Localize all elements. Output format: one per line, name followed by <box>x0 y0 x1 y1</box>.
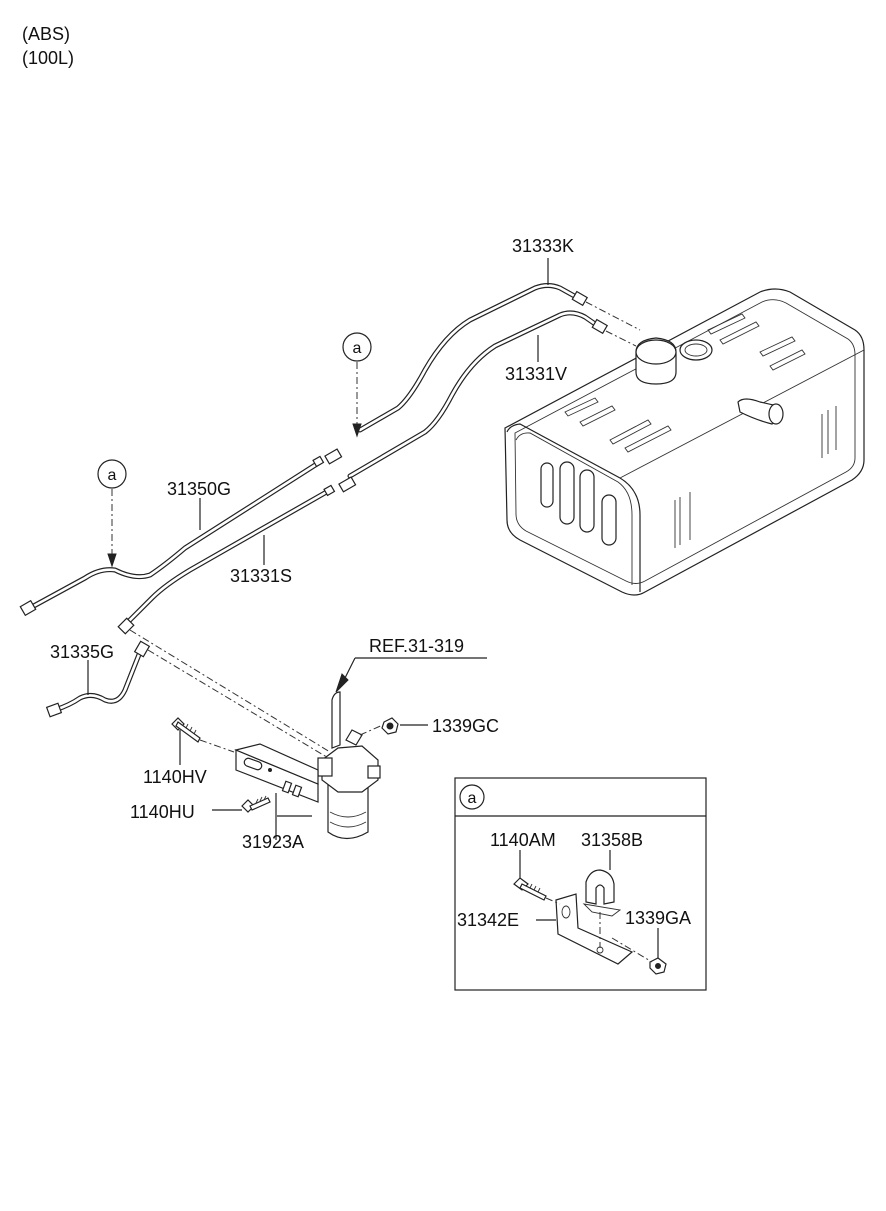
marker-a-lower: a <box>97 459 127 568</box>
bolt-1140hu <box>212 795 271 813</box>
fuel-filter <box>317 691 386 840</box>
pipe-joint-mid <box>312 448 357 497</box>
pipe-31331s <box>122 487 333 628</box>
label-ref-31-319: REF.31-319 <box>369 636 464 656</box>
connection-dash <box>129 629 331 753</box>
fuel-tank <box>504 288 865 596</box>
pipe-end-fitting <box>117 617 135 635</box>
label-31333k: 31333K <box>512 236 574 256</box>
pipe-31331v <box>347 310 601 479</box>
label-31358b: 31358B <box>581 830 643 850</box>
detail-bracket <box>555 893 634 965</box>
svg-text:a: a <box>108 467 117 484</box>
nut-1339gc <box>381 717 428 735</box>
pipe-31333k <box>357 283 581 433</box>
label-1339ga: 1339GA <box>625 908 691 928</box>
header-abs: (ABS) <box>22 24 70 44</box>
label-31342e: 31342E <box>457 910 519 930</box>
detail-box-a: a 1140AM 31358B 31342E 1339GA <box>454 777 707 991</box>
detail-marker-a: a <box>468 790 477 807</box>
label-31331v: 31331V <box>505 364 567 384</box>
label-31923a: 31923A <box>242 832 304 852</box>
label-31350g: 31350G <box>167 479 231 499</box>
ref-arrow <box>335 657 487 693</box>
header-100l: (100L) <box>22 48 74 68</box>
tank-slot <box>559 461 575 525</box>
tank-slot <box>540 462 554 508</box>
tank-filler-neck <box>679 339 713 361</box>
tank-slot <box>579 469 595 533</box>
svg-text:a: a <box>353 340 362 357</box>
bolt-1140hv <box>171 717 235 765</box>
label-31331s: 31331S <box>230 566 292 586</box>
label-1140am: 1140AM <box>490 830 556 850</box>
label-31335g: 31335G <box>50 642 114 662</box>
label-1339gc: 1339GC <box>432 716 499 736</box>
pipe-end-fitting <box>19 599 37 617</box>
pipe-connector-tank <box>571 290 641 347</box>
pipe-31350g <box>27 459 323 611</box>
bracket-31923a <box>234 743 319 840</box>
connection-dash <box>147 649 336 763</box>
pipe-31335g <box>45 640 151 718</box>
label-1140hv: 1140HV <box>143 767 207 787</box>
marker-a-upper: a <box>342 332 372 438</box>
label-1140hu: 1140HU <box>130 802 195 822</box>
detail-clamp <box>585 869 615 905</box>
tank-slot <box>601 494 617 546</box>
